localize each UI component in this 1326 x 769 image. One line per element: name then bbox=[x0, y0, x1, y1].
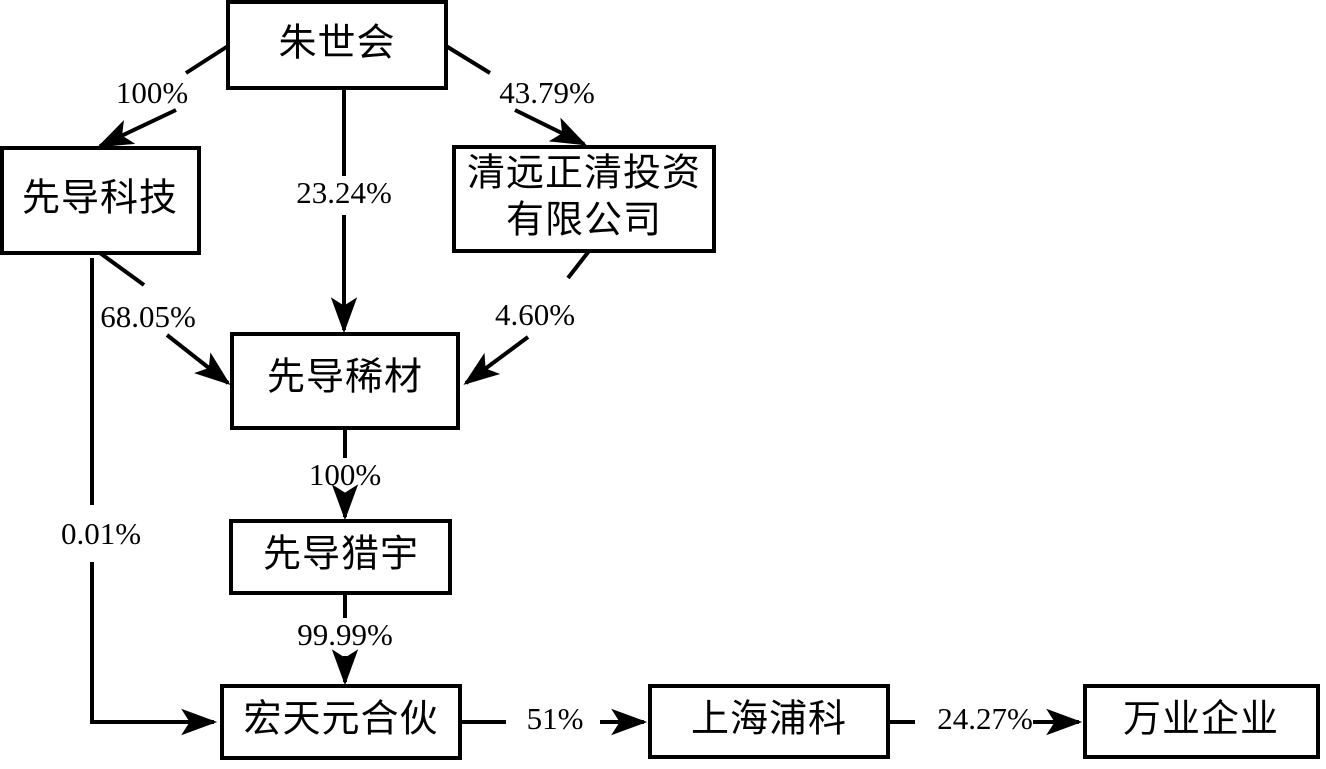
edge-zhushihui-to-xixai: 23.24% bbox=[296, 88, 392, 334]
node-label-zhushihui: 朱世会 bbox=[278, 23, 395, 65]
node-box[interactable] bbox=[226, 0, 448, 90]
edge-xiandaokeji-to-xixai: 68.05% bbox=[98, 251, 231, 385]
edge-label-99-99-percent: 99.99% bbox=[297, 617, 393, 652]
node-box[interactable] bbox=[452, 145, 716, 253]
node-hongtianyuan-partnership[interactable]: 宏天元合伙 bbox=[220, 684, 462, 760]
node-label-xiandaolieyu: 先导猎宇 bbox=[263, 534, 419, 576]
edge-arrow bbox=[514, 108, 587, 146]
node-box[interactable] bbox=[1083, 684, 1320, 759]
edge-arrow bbox=[97, 108, 177, 148]
edge-label-68-05-percent: 68.05% bbox=[100, 299, 196, 334]
node-box[interactable] bbox=[229, 519, 452, 595]
edge-label-51-percent: 51% bbox=[527, 701, 584, 736]
edge-segment bbox=[444, 44, 492, 75]
node-box[interactable] bbox=[0, 146, 201, 255]
edge-xiandaokeji-to-hongtianyuan: 0.01% bbox=[61, 258, 218, 736]
node-label-xiandaokeji: 先导科技 bbox=[22, 178, 178, 220]
edge-segment bbox=[566, 249, 591, 280]
node-label-shanghaipuke: 上海浦科 bbox=[691, 699, 847, 741]
node-xiandaolieyu[interactable]: 先导猎宇 bbox=[229, 519, 452, 595]
edge-arrow bbox=[90, 562, 218, 736]
node-label-qingyuan-line1: 清远正清投资 bbox=[467, 153, 701, 195]
node-box[interactable] bbox=[220, 684, 462, 760]
edge-zhushihui-to-qingyuan: 43.79% bbox=[444, 44, 595, 146]
node-zhushihui[interactable]: 朱世会 bbox=[226, 0, 448, 90]
edge-xixai-to-lieyu: 100% bbox=[309, 428, 381, 521]
edge-label-0-01-percent: 0.01% bbox=[61, 516, 141, 551]
edge-arrow bbox=[463, 335, 530, 385]
edge-label-100-percent-lieyu: 100% bbox=[309, 457, 381, 492]
node-shanghai-puke[interactable]: 上海浦科 bbox=[648, 684, 890, 759]
edge-zhushihui-to-xiandaokeji: 100% bbox=[97, 44, 230, 148]
edge-segment bbox=[184, 44, 230, 75]
node-label-xiandaoxicai: 先导稀材 bbox=[267, 357, 423, 399]
node-qingyuan-zhengqing-investment[interactable]: 清远正清投资 有限公司 bbox=[452, 145, 716, 253]
edge-label-4-60-percent: 4.60% bbox=[495, 297, 575, 332]
edge-shanghaipuke-to-wanye: 24.27% bbox=[888, 701, 1083, 736]
node-box[interactable] bbox=[648, 684, 890, 759]
node-xiandaokeji[interactable]: 先导科技 bbox=[0, 146, 201, 255]
node-box[interactable] bbox=[230, 332, 460, 430]
node-xiandaoxicai[interactable]: 先导稀材 bbox=[230, 332, 460, 430]
edge-label-23-24-percent: 23.24% bbox=[296, 175, 392, 210]
edge-arrow bbox=[165, 333, 231, 385]
edge-label-43-79-percent: 43.79% bbox=[499, 75, 595, 110]
edge-lieyu-to-hongtianyuan: 99.99% bbox=[297, 593, 393, 686]
node-label-hongtianyuan: 宏天元合伙 bbox=[243, 699, 438, 741]
node-wanye-enterprise[interactable]: 万业企业 bbox=[1083, 684, 1320, 759]
edge-qingyuan-to-xixai: 4.60% bbox=[463, 249, 591, 385]
node-label-qingyuan-line2: 有限公司 bbox=[506, 200, 662, 242]
edge-label-24-27-percent: 24.27% bbox=[937, 701, 1033, 736]
edge-hongtianyuan-to-shanghaipuke: 51% bbox=[460, 701, 648, 736]
node-label-wanye: 万业企业 bbox=[1123, 699, 1279, 741]
edge-segment bbox=[98, 251, 146, 287]
edge-label-100-percent-keji: 100% bbox=[116, 75, 188, 110]
